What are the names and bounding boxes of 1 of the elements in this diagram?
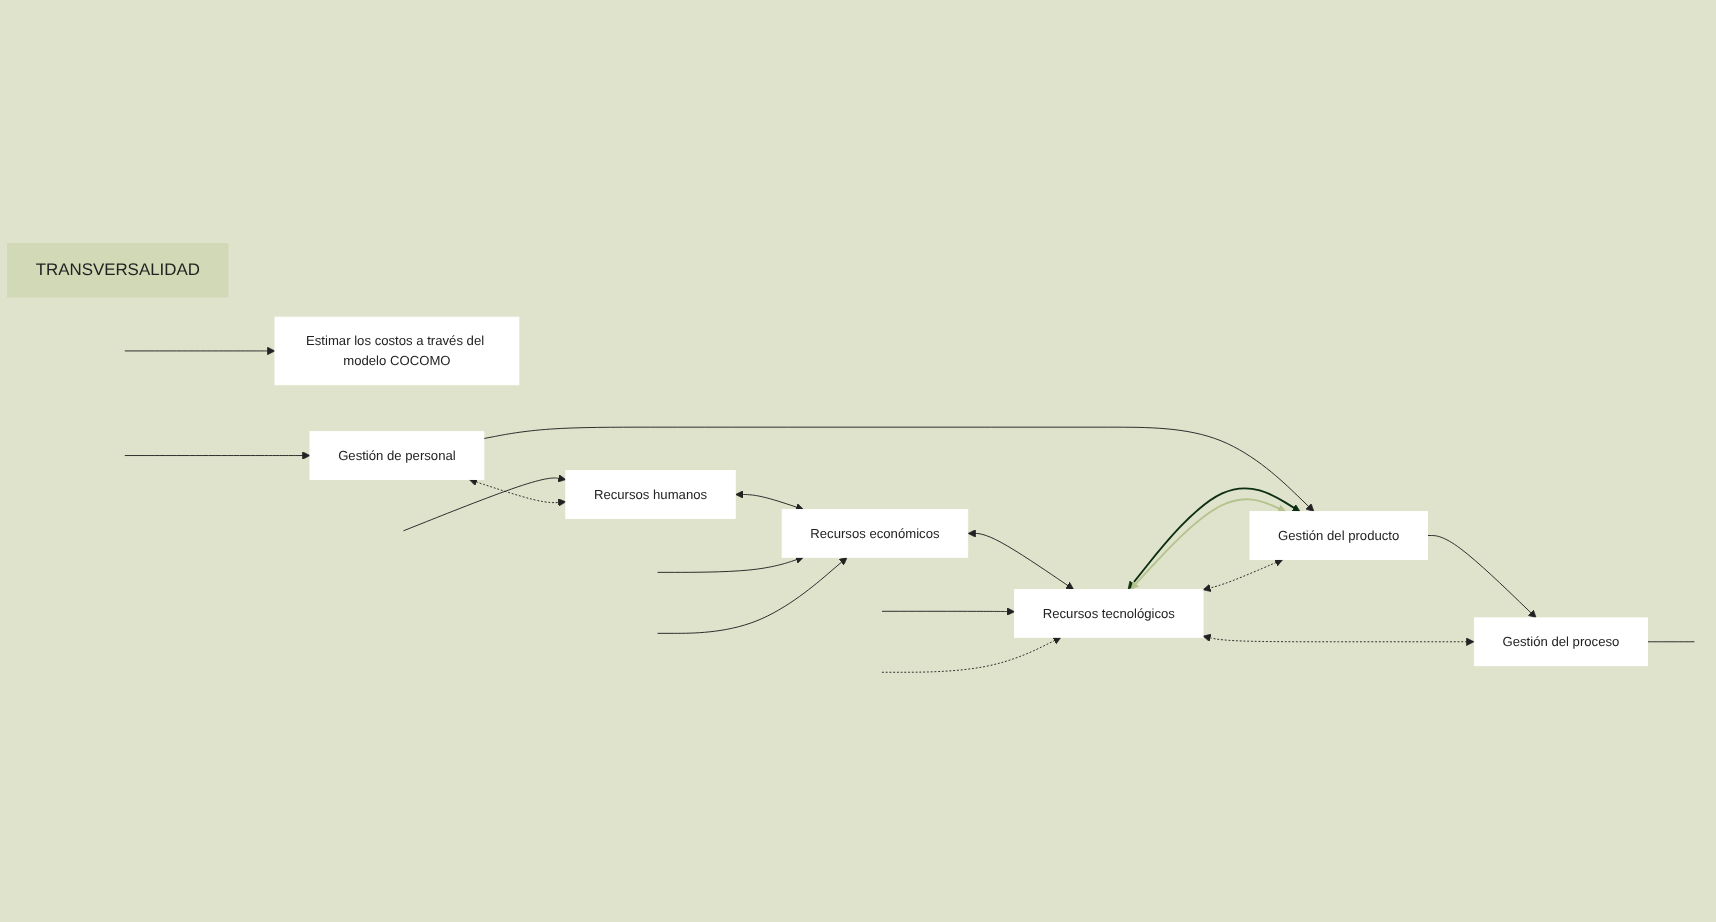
connector [1647,640,1695,642]
